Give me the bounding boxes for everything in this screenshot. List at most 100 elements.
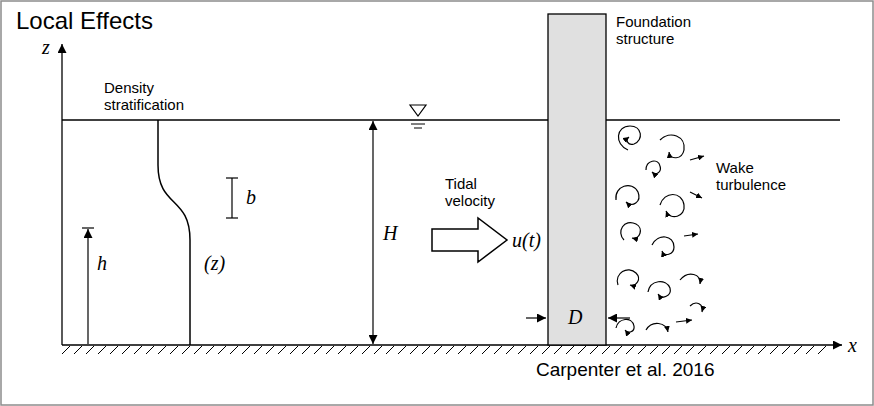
seabed-hatching: [638, 346, 646, 354]
wake-eddies: [660, 195, 684, 217]
seabed-hatching: [578, 346, 586, 354]
seabed-hatching: [74, 346, 82, 354]
seabed-hatching: [566, 346, 574, 354]
seabed-hatching: [158, 346, 166, 354]
seabed-hatching: [110, 346, 118, 354]
seabed-hatching: [302, 346, 310, 354]
seabed-hatching: [794, 346, 802, 354]
seabed-hatching: [422, 346, 430, 354]
seabed-hatching: [350, 346, 358, 354]
wake-eddies: [621, 223, 641, 240]
seabed-hatching: [734, 346, 742, 354]
source-caption: Carpenter et al. 2016: [536, 359, 715, 380]
seabed-hatching: [482, 346, 490, 354]
seabed-hatching: [554, 346, 562, 354]
dimension-arrow: [608, 317, 630, 318]
seabed-hatching: [746, 346, 754, 354]
wake-eddies: [690, 192, 702, 198]
water-surface: [62, 119, 840, 120]
foundation-pile: [548, 14, 606, 345]
flow-label: Tidal velocity: [445, 176, 495, 210]
dimension-arrow: [526, 317, 546, 318]
dimension-bracket: [231, 178, 232, 218]
wake-eddies: [618, 126, 640, 150]
seabed-hatching: [470, 346, 478, 354]
axis-label: x: [848, 334, 857, 356]
seabed-hatching: [530, 346, 538, 354]
seabed-hatching: [374, 346, 382, 354]
seabed-hatching: [62, 346, 826, 354]
seabed-hatching: [266, 346, 274, 354]
seabed-hatching: [518, 346, 526, 354]
dimension-bracket: [226, 217, 238, 218]
wake-eddies: [660, 135, 684, 158]
seabed-hatching: [254, 346, 262, 354]
seabed-hatching: [602, 346, 610, 354]
seabed-hatching: [206, 346, 214, 354]
wake-eddies: [652, 237, 674, 255]
water-surface: [411, 124, 425, 125]
seabed-hatching: [590, 346, 598, 354]
seabed-hatching: [326, 346, 334, 354]
seabed-hatching: [218, 346, 226, 354]
wake-eddies: [616, 186, 639, 205]
seabed-hatching: [290, 346, 298, 354]
wake-eddies: [684, 234, 698, 236]
seabed-hatching: [674, 346, 682, 354]
dimension-arrow: [372, 121, 373, 344]
seabed-hatching: [410, 346, 418, 354]
dimension-label: D: [568, 306, 582, 328]
seabed-hatching: [170, 346, 178, 354]
seabed-hatching: [278, 346, 286, 354]
dimension-label: b: [246, 186, 256, 208]
wake-eddies: [648, 282, 670, 297]
seabed-hatching: [710, 346, 718, 354]
dimension-label: H: [383, 222, 397, 244]
wake-eddies: [676, 320, 692, 322]
seabed-hatching: [806, 346, 814, 354]
seabed-hatching: [542, 346, 550, 354]
seabed-hatching: [662, 346, 670, 354]
seabed-hatching: [398, 346, 406, 354]
seabed-hatching: [626, 346, 634, 354]
axes: [62, 44, 842, 345]
seabed-hatching: [782, 346, 790, 354]
dimension-bracket: [226, 178, 238, 218]
seabed-hatching: [506, 346, 514, 354]
seabed-hatching: [458, 346, 466, 354]
seabed-hatching: [98, 346, 106, 354]
dimension-label: h: [97, 252, 107, 274]
seabed-hatching: [314, 346, 322, 354]
density-profile: [158, 120, 190, 345]
profile-label: (z): [204, 252, 225, 274]
flow-arrow: [432, 218, 507, 262]
dimension-arrow: [87, 229, 88, 344]
axes: [61, 44, 62, 345]
water-surface: [410, 105, 426, 116]
wake-eddies: [646, 323, 668, 332]
seabed-hatching: [494, 346, 502, 354]
axes: [62, 344, 842, 345]
seabed-hatching: [446, 346, 454, 354]
seabed-hatching: [650, 346, 658, 354]
seabed-hatching: [818, 346, 826, 354]
seabed-hatching: [62, 346, 70, 354]
seabed-hatching: [86, 346, 94, 354]
seabed-hatching: [614, 346, 622, 354]
wake-eddies: [680, 274, 700, 284]
flow-label: u(t): [512, 229, 541, 251]
seabed-hatching: [770, 346, 778, 354]
wake-eddies: [616, 319, 634, 332]
wake-eddies: [690, 156, 704, 160]
figure-title: Local Effects: [16, 8, 153, 35]
seabed-hatching: [686, 346, 694, 354]
seabed-hatching: [182, 346, 190, 354]
seabed-hatching: [362, 346, 370, 354]
wake-eddies: [616, 126, 704, 332]
seabed-hatching: [722, 346, 730, 354]
seabed-hatching: [338, 346, 346, 354]
dimension-arrow: [82, 227, 94, 228]
wake-eddies: [617, 270, 638, 286]
profile-label: Density stratification: [104, 80, 184, 114]
